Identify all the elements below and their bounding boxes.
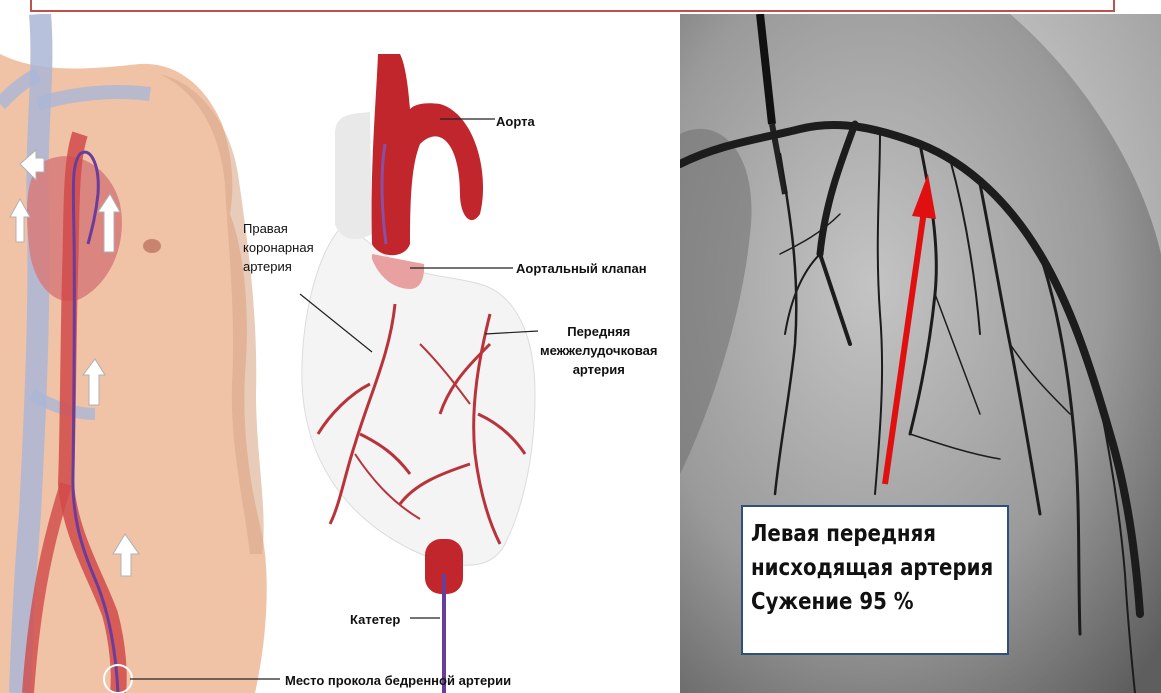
label-anterior-line: Передняя xyxy=(540,322,658,341)
label-right-coronary-line: Правая xyxy=(243,219,314,238)
nipple xyxy=(143,239,161,253)
label-anterior-interventricular: Передняя межжелудочковая артерия xyxy=(540,322,658,379)
label-anterior-line: артерия xyxy=(540,360,658,379)
label-catheter: Катетер xyxy=(350,610,400,629)
label-aortic-valve: Аортальный клапан xyxy=(516,259,647,278)
label-anterior-line: межжелудочковая xyxy=(540,341,658,360)
label-right-coronary-line: коронарная xyxy=(243,238,314,257)
stenosis-box-line: нисходящая артерия xyxy=(751,551,971,585)
label-right-coronary: Правая коронарная артерия xyxy=(243,219,314,276)
stenosis-box-line: Сужение 95 % xyxy=(751,585,971,619)
label-puncture-site: Место прокола бедренной артерии xyxy=(285,671,511,690)
aorta-arch xyxy=(372,54,483,255)
label-right-coronary-line: артерия xyxy=(243,257,314,276)
stenosis-annotation-box: Левая передняя нисходящая артерия Сужени… xyxy=(741,505,1009,655)
title-frame xyxy=(30,0,1115,12)
anatomy-illustration: Аорта Правая коронарная артерия Аортальн… xyxy=(0,14,680,693)
heart-upper xyxy=(335,112,372,239)
stenosis-box-line: Левая передняя xyxy=(751,517,971,551)
label-aorta: Аорта xyxy=(496,112,535,131)
